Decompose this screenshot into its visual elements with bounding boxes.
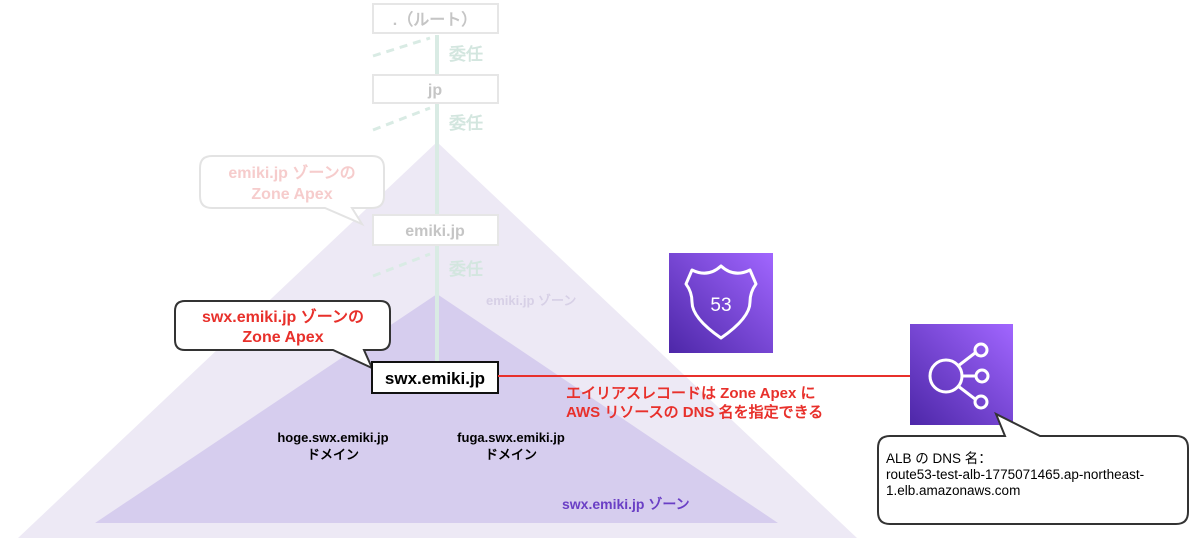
delegation-label: 委任 — [448, 259, 483, 279]
subdomain-hoge-name: hoge.swx.emiki.jp — [277, 430, 388, 445]
delegation-dash — [372, 106, 431, 132]
subdomain-fuga-suffix: ドメイン — [485, 447, 537, 462]
swx-apex-callout — [174, 300, 391, 371]
jp-node-label: jp — [427, 82, 442, 99]
delegation-dash — [372, 252, 431, 278]
delegation-label: 委任 — [448, 44, 483, 64]
root-node-label: .（ルート） — [393, 11, 477, 29]
alb-dns-line1: ALB の DNS 名： — [886, 451, 992, 466]
root-node-box — [372, 3, 499, 34]
subdomain-hoge-suffix: ドメイン — [307, 447, 359, 462]
emiki-node-label: emiki.jp — [405, 223, 465, 240]
route53-icon-number: 53 — [710, 295, 731, 316]
jp-node-box — [372, 74, 499, 104]
alb-dns-text: ALB の DNS 名： route53-test-alb-1775071465… — [886, 451, 1186, 499]
route53-icon: 53 — [669, 253, 773, 353]
swx-apex-line2: Zone Apex — [242, 329, 323, 346]
emiki-apex-line1: emiki.jp ゾーンの — [228, 164, 355, 182]
alias-note-line1: エイリアスレコードは Zone Apex に — [566, 385, 815, 402]
alb-dns-line2: route53-test-alb-1775071465.ap-northeast… — [886, 467, 1145, 482]
swx-node-label: swx.emiki.jp — [385, 369, 485, 388]
emiki-apex-callout — [199, 155, 385, 227]
load-balancer-icon — [910, 324, 1013, 425]
alias-note-line2: AWS リソースの DNS 名を指定できる — [566, 403, 823, 421]
emiki-node-box — [372, 214, 499, 246]
swx-zone-label: swx.emiki.jp ゾーン — [562, 496, 690, 512]
swx-apex-line1: swx.emiki.jp ゾーンの — [202, 308, 364, 326]
alb-dns-callout — [877, 411, 1189, 525]
emiki-apex-line2: Zone Apex — [251, 186, 332, 203]
delegation-dash — [372, 36, 431, 58]
emiki-zone-label: emiki.jp ゾーン — [486, 293, 576, 308]
delegation-label: 委任 — [448, 113, 483, 133]
swx-zone-triangle — [95, 294, 778, 523]
swx-node-box — [371, 361, 499, 394]
subdomain-fuga-name: fuga.swx.emiki.jp — [457, 430, 565, 445]
alb-dns-line3: 1.elb.amazonaws.com — [886, 483, 1021, 498]
